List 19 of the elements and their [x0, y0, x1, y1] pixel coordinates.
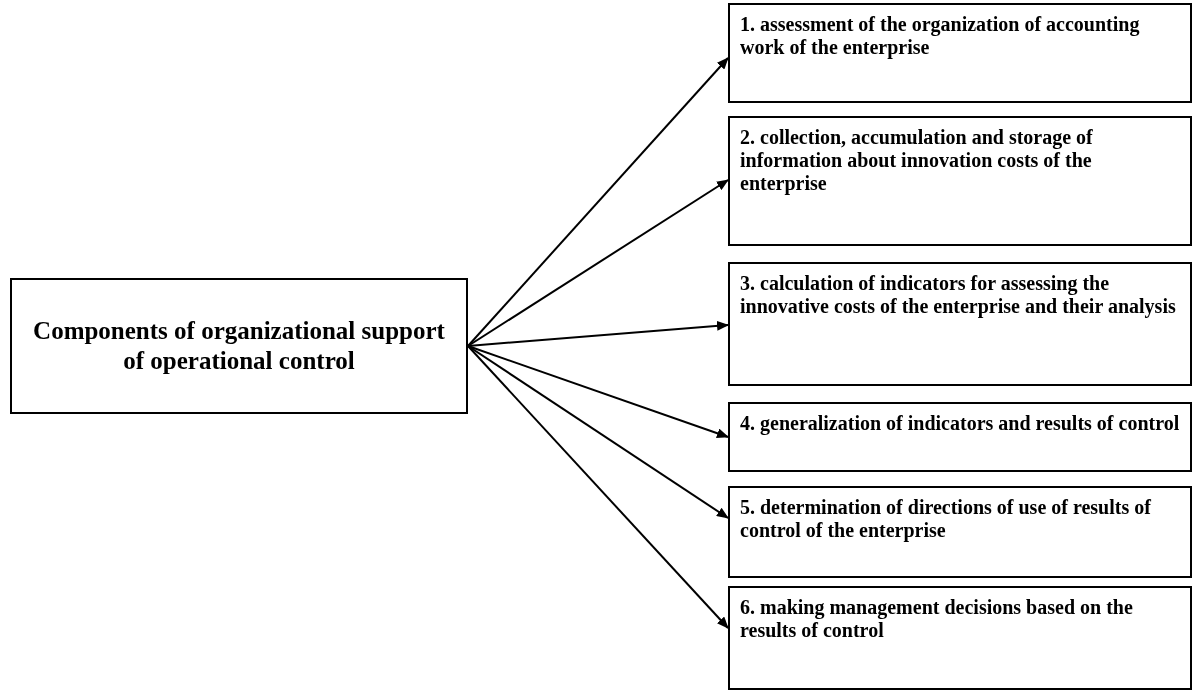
- process-box: [728, 262, 1192, 386]
- box-text: 1. assessment of the organization of accounting work of the enterprise: [740, 13, 1141, 59]
- process-box: [728, 116, 1192, 246]
- box-text: 6. making management decisions based on the results of control: [740, 596, 1134, 642]
- process-box: [728, 3, 1192, 103]
- arrow: [467, 320, 729, 347]
- main-box: [10, 278, 468, 414]
- process-box: [728, 402, 1192, 472]
- box-text: 3. calculation of indicators for assessing the innovative costs of the enterprise and their analysis: [740, 272, 1177, 318]
- arrow: [467, 345, 729, 439]
- main-text: Components of organizational support of operational control: [32, 316, 446, 376]
- process-box: [728, 586, 1192, 690]
- box-text: 2. collection, accumulation and storage of information about innovation costs of the enterprise: [740, 126, 1094, 195]
- arrow: [467, 57, 729, 347]
- box-text: 5. determination of directions of use of results of control of the enterprise: [740, 496, 1152, 542]
- arrow: [467, 345, 729, 629]
- process-box: [728, 486, 1192, 578]
- arrow: [467, 179, 729, 347]
- box-text: 4. generalization of indicators and results of control: [740, 412, 1180, 435]
